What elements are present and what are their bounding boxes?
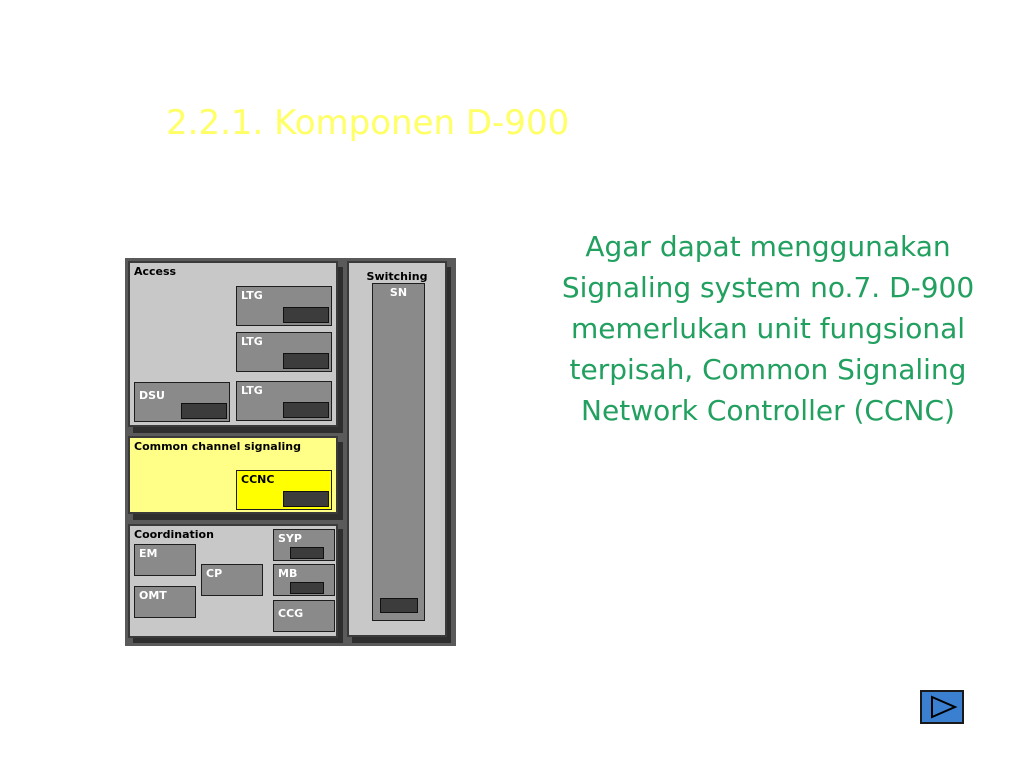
slide-title: 2.2.1. Komponen D-900	[166, 103, 570, 143]
slide-description: Agar dapat menggunakan Signaling system …	[561, 230, 975, 427]
mb-unit-slot	[290, 582, 324, 594]
dsu-unit: DSU	[134, 382, 230, 422]
ltg-unit-1: LTG	[236, 286, 332, 326]
em-unit-label: EM	[139, 547, 158, 560]
ltg-unit-2-slot	[283, 353, 329, 369]
ccg-unit: CCG	[273, 600, 335, 632]
sn-unit-slot	[380, 598, 418, 613]
syp-unit-slot	[290, 547, 324, 559]
ltg-unit-3-label: LTG	[241, 384, 263, 397]
dsu-unit-slot	[181, 403, 227, 419]
d900-block-diagram: Access LTG LTG DSU LTG Common channel si…	[125, 258, 456, 646]
ltg-unit-1-slot	[283, 307, 329, 323]
next-slide-button[interactable]	[920, 690, 964, 724]
syp-unit: SYP	[273, 529, 335, 561]
ccs-panel-label: Common channel signaling	[134, 440, 301, 453]
syp-unit-label: SYP	[278, 532, 302, 545]
access-panel-label: Access	[134, 265, 177, 278]
ccnc-unit-label: CCNC	[241, 473, 275, 486]
ccnc-unit-slot	[283, 491, 329, 507]
switching-panel: Switching SN	[347, 261, 447, 637]
em-unit: EM	[134, 544, 196, 576]
ltg-unit-2: LTG	[236, 332, 332, 372]
ltg-unit-1-label: LTG	[241, 289, 263, 302]
access-panel: Access LTG LTG DSU LTG	[128, 261, 338, 427]
sn-unit-label: SN	[389, 286, 408, 299]
play-next-icon	[931, 695, 958, 719]
ltg-unit-3-slot	[283, 402, 329, 418]
coordination-panel: Coordination EM CP OMT SYP MB CCG	[128, 524, 338, 638]
dsu-unit-label: DSU	[139, 389, 165, 402]
sn-unit: SN	[372, 283, 425, 621]
omt-unit: OMT	[134, 586, 196, 618]
cp-unit: CP	[201, 564, 263, 596]
switching-panel-label: Switching	[366, 270, 428, 283]
ltg-unit-2-label: LTG	[241, 335, 263, 348]
ccg-unit-label: CCG	[278, 607, 304, 620]
omt-unit-label: OMT	[139, 589, 167, 602]
ltg-unit-3: LTG	[236, 381, 332, 421]
mb-unit-label: MB	[278, 567, 298, 580]
mb-unit: MB	[273, 564, 335, 596]
coordination-panel-label: Coordination	[134, 528, 214, 541]
common-channel-signaling-panel: Common channel signaling CCNC	[128, 436, 338, 514]
cp-unit-label: CP	[206, 567, 223, 580]
ccnc-unit: CCNC	[236, 470, 332, 510]
